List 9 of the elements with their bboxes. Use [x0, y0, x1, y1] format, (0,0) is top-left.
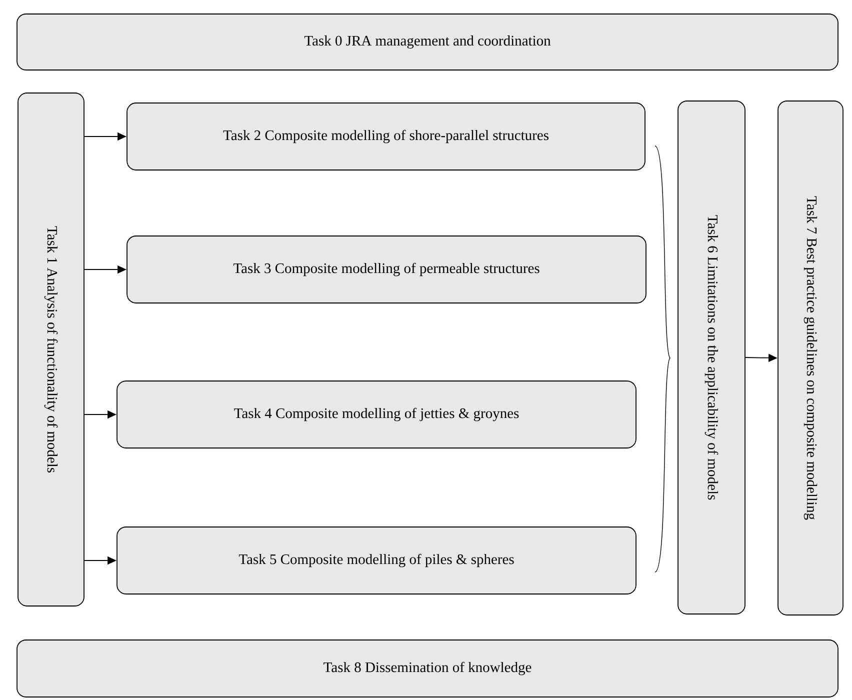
task-box: Task 4 Composite modelling of jetties & groynes — [116, 380, 636, 448]
task-box: Task 8 Dissemination of knowledge — [16, 640, 838, 698]
task-box: Task 0 JRA management and coordination — [16, 14, 838, 70]
task-box: Task 7 Best practice guidelines on composite modelling — [778, 100, 844, 616]
task-box: Task 5 Composite modelling of piles & spheres — [116, 526, 636, 594]
task-box: Task 3 Composite modelling of permeable structures — [126, 236, 646, 304]
task-box: Task 2 Composite modelling of shore-parallel structures — [126, 102, 646, 170]
task-box: Task 1 Analysis of functionality of models — [18, 92, 84, 606]
task-box: Task 6 Limitations on the applicability of models — [678, 100, 746, 614]
